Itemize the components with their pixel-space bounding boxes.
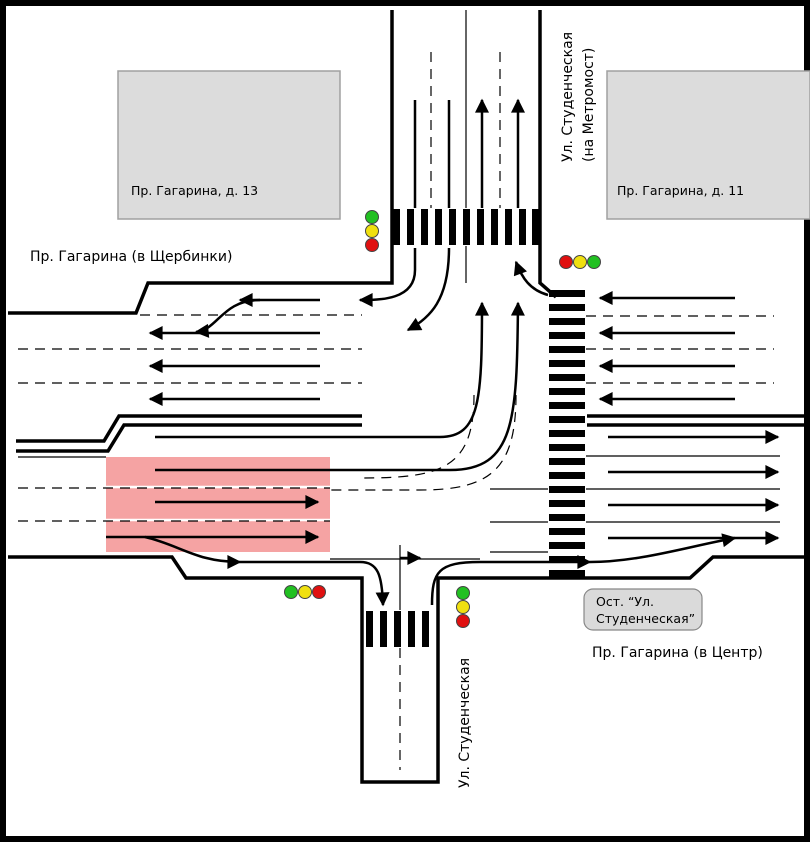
bus-stop-sign: Ост. “Ул. Студенческая” [583,588,703,631]
signal-red-light [365,238,379,252]
arrow-south-turn-east [430,555,592,606]
street-label-north-line1: Ул. Студенческая [560,32,576,162]
road-label-west: Пр. Гагарина (в Щербинки) [30,249,232,265]
signal-red-light [559,255,573,269]
signal-red-light [312,585,326,599]
signal-north-east [559,255,601,269]
arrow-south-turn-left [406,247,451,332]
traffic-arrows [106,98,780,607]
arrow-east-continue [240,560,390,607]
bus-stop-label-line2: Студенческая” [596,611,695,626]
signal-yellow-light [573,255,587,269]
building-11: Пр. Гагарина, д. 11 [606,70,810,220]
signal-north-west [365,210,379,252]
crosswalk-north [393,209,539,245]
signal-yellow-light [298,585,312,599]
signal-south-west [284,585,326,599]
arrow-east-slip [144,535,242,569]
building-13: Пр. Гагарина, д. 13 [117,70,341,220]
street-label-north: Ул. Студенческая (на Метромост) [560,32,597,162]
arrow-east-merge [589,533,737,564]
signal-yellow-light [456,600,470,614]
bus-stop-label-line1: Ост. “Ул. [596,594,654,609]
arrow-east-turn-north [513,260,549,297]
arrow-turn-north-1 [155,301,489,439]
signal-south-east [456,586,470,628]
building-13-label: Пр. Гагарина, д. 13 [131,183,258,198]
arrow-turn-north-2 [155,301,525,472]
signal-green-light [587,255,601,269]
arrow-south-turn-right [358,248,417,307]
street-label-north-line2: (на Метромост) [581,48,597,162]
highlight-separators [106,485,330,522]
street-label-south: Ул. Студенческая [457,658,473,788]
lane-markings-dashed [18,52,774,522]
signal-green-light [365,210,379,224]
crosswalk-east [549,290,585,577]
signal-yellow-light [365,224,379,238]
signal-red-light [456,614,470,628]
road-label-east: Пр. Гагарина (в Центр) [592,645,763,661]
lane-markings-solid [18,10,780,610]
signal-green-light [284,585,298,599]
arrow-west-turn-lower [194,298,261,338]
signal-green-light [456,586,470,600]
crosswalk-south [366,611,429,647]
building-11-label: Пр. Гагарина, д. 11 [617,183,744,198]
